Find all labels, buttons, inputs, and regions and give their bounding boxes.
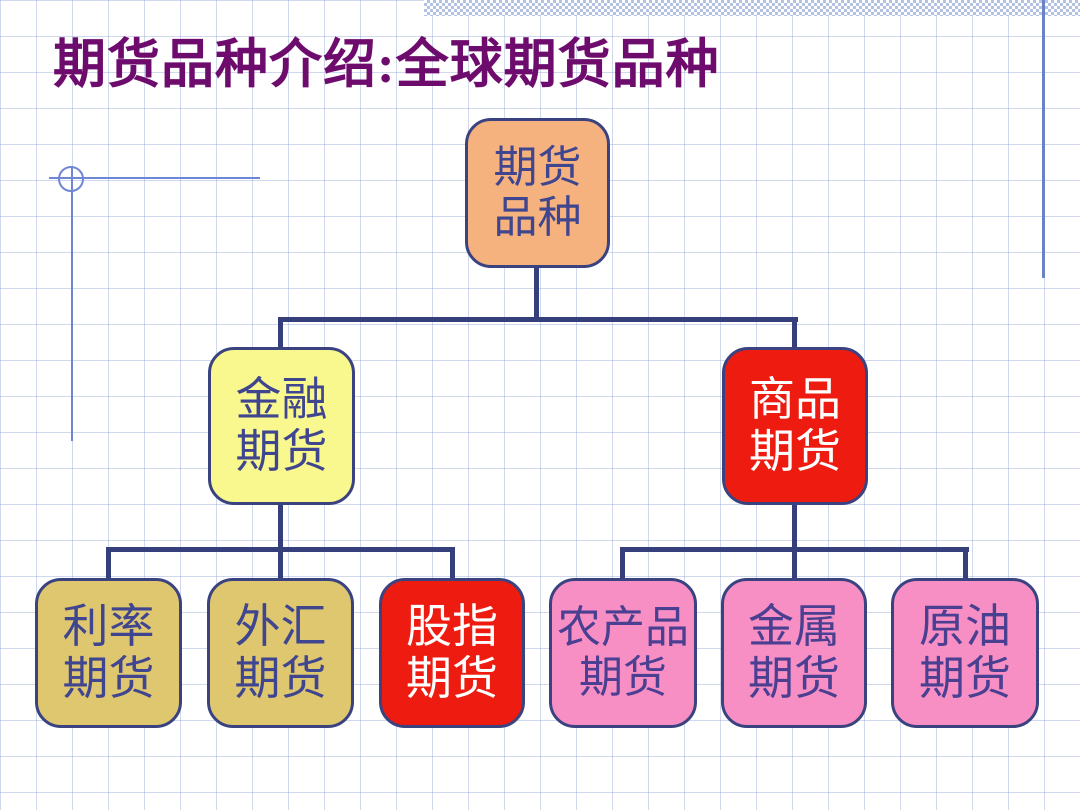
connector-drop-commodity — [792, 317, 797, 353]
connector-level1-horizontal — [278, 317, 798, 322]
node-financial-futures: 金融 期货 — [208, 347, 355, 505]
node-futures-products: 期货 品种 — [465, 118, 610, 268]
connector-financial-down — [278, 500, 283, 582]
node-commodity-futures: 商品 期货 — [722, 347, 868, 505]
connector-commodity-down — [792, 500, 797, 582]
left-vertical-rule — [71, 167, 73, 441]
connector-drop-agricultural — [620, 547, 625, 581]
left-horizontal-rule — [49, 177, 260, 179]
connector-drop-interest-rate — [106, 547, 111, 581]
node-interest-rate-futures: 利率 期货 — [35, 578, 182, 728]
connector-drop-crude-oil — [963, 547, 968, 581]
top-checkered-band — [424, 0, 1080, 16]
connector-drop-financial — [278, 317, 283, 353]
circle-ornament — [58, 166, 84, 192]
right-vertical-rule — [1042, 0, 1045, 278]
node-forex-futures: 外汇 期货 — [207, 578, 354, 728]
connector-root-down — [534, 266, 539, 321]
slide-title: 期货品种介绍:全球期货品种 — [53, 36, 720, 94]
connector-level2-left-horizontal — [106, 547, 455, 552]
node-metal-futures: 金属 期货 — [721, 578, 867, 728]
node-stock-index-futures: 股指 期货 — [379, 578, 525, 728]
connector-level2-right-horizontal — [620, 547, 969, 552]
node-crude-oil-futures: 原油 期货 — [891, 578, 1039, 728]
node-agricultural-futures: 农产品 期货 — [549, 578, 697, 728]
connector-drop-stock-index — [450, 547, 455, 581]
